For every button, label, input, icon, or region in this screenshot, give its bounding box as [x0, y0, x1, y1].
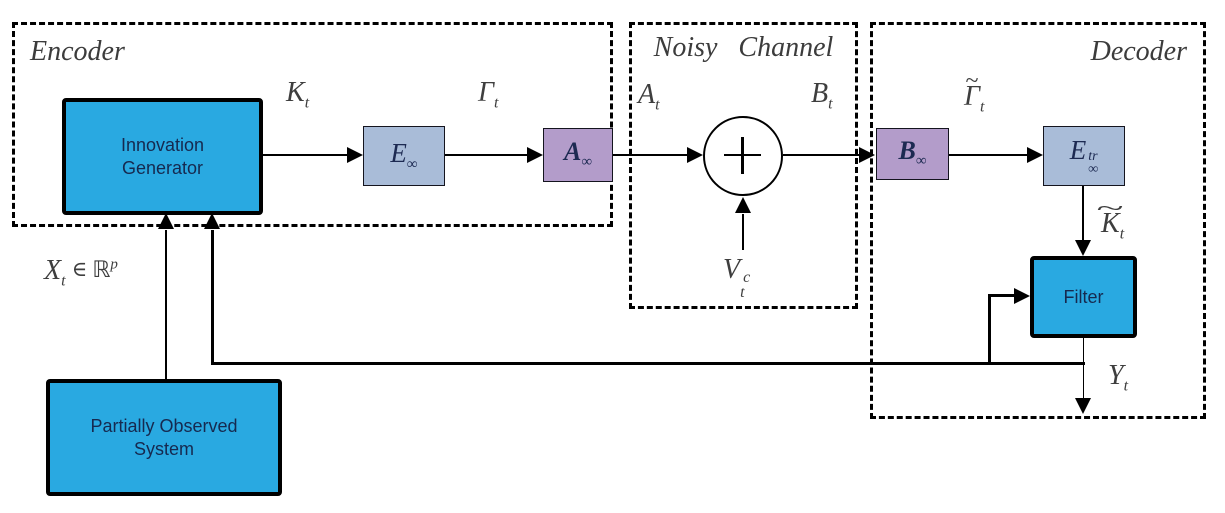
arrowhead-feedback-into-generator: [204, 213, 220, 229]
wire-feedback-into-filter: [988, 294, 1014, 297]
label-line: Generator: [121, 157, 204, 178]
e-infinity-label: E∞: [390, 137, 418, 173]
script-a-infinity-block: A∞: [543, 128, 613, 182]
signal-label-b-t: Bt: [811, 78, 833, 113]
label-line: Partially Observed: [90, 415, 238, 436]
signal-label-gamma-t: Γt: [478, 77, 499, 112]
wire-feedback-to-generator: [211, 230, 214, 364]
signal-label-a-t: At: [638, 79, 660, 114]
arrowhead-into-b: [859, 147, 875, 163]
adder-node: [703, 116, 783, 196]
arrowhead-into-adder: [687, 147, 703, 163]
innovation-generator-block: Innovation Generator: [62, 98, 263, 215]
arrowhead-x-into-generator: [158, 213, 174, 229]
noisy-channel-title: Noisy Channel: [653, 32, 834, 63]
wire-feedback-horizontal: [211, 362, 1085, 365]
wire-a-to-adder: [612, 154, 688, 157]
wire-x-up: [165, 230, 167, 379]
arrowhead-into-e: [347, 147, 363, 163]
label-line: System: [133, 438, 194, 459]
encoder-region: [12, 22, 613, 227]
wire-noise-up: [742, 214, 744, 250]
signal-label-k-tilde-t: ~Kt: [1096, 196, 1125, 243]
noisy-channel-region: [629, 22, 858, 309]
decoder-region: [870, 22, 1206, 419]
signal-label-x-t: Xt∈ℝp: [44, 255, 118, 290]
label-line: Innovation: [120, 134, 205, 155]
arrowhead-into-a: [527, 147, 543, 163]
arrowhead-feedback-into-filter: [1014, 288, 1030, 304]
wire-generator-to-e: [262, 154, 348, 157]
wire-e-to-a: [445, 154, 528, 157]
encoder-title: Encoder: [30, 36, 125, 67]
script-a-infinity-label: A∞: [563, 137, 593, 171]
wire-etr-to-filter: [1082, 186, 1085, 241]
signal-label-gamma-tilde-t: ~Γt: [964, 68, 985, 116]
script-b-infinity-label: B∞: [898, 136, 927, 170]
decoder-title: Decoder: [1090, 36, 1187, 67]
arrowhead-into-filter-top: [1075, 240, 1091, 256]
e-infinity-block: E∞: [363, 126, 445, 186]
script-b-infinity-block: B∞: [876, 128, 949, 180]
arrowhead-noise-into-adder: [735, 197, 751, 213]
innovation-generator-label: Innovation Generator: [121, 134, 204, 180]
filter-block: Filter: [1030, 256, 1137, 338]
partially-observed-system-block: Partially Observed System: [46, 379, 282, 496]
wire-filter-output: [1082, 337, 1085, 399]
wire-feedback-branch-vertical: [988, 295, 991, 365]
wire-b-to-etr: [949, 154, 1028, 157]
signal-label-y-t: Yt: [1108, 360, 1129, 395]
arrowhead-into-etr: [1027, 147, 1043, 163]
signal-label-k-t: Kt: [286, 77, 310, 112]
partially-observed-system-label: Partially Observed System: [90, 415, 237, 461]
wire-adder-to-b: [783, 154, 859, 157]
arrowhead-y-output: [1075, 398, 1091, 414]
filter-label: Filter: [1063, 286, 1104, 307]
